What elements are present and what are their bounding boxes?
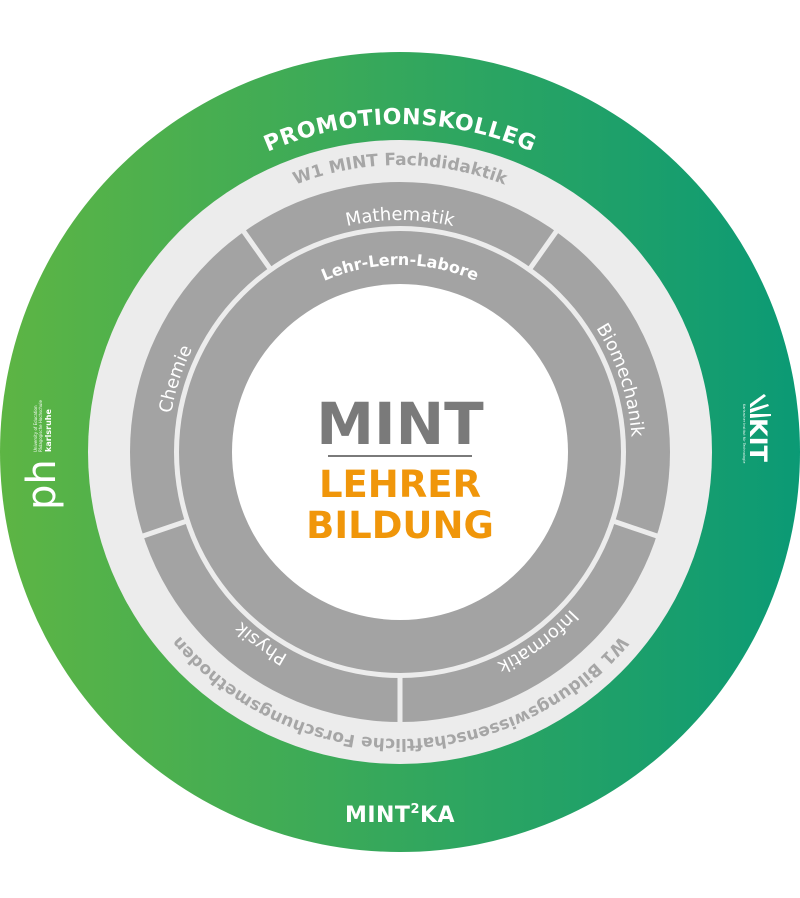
kit-logo: KIT Karlsruher Institut für Technologie bbox=[742, 394, 772, 463]
ph-logo-tiny-2: Pädagogische Hochschule bbox=[38, 399, 43, 452]
center-line-bildung: BILDUNG bbox=[306, 504, 494, 547]
ph-logo-mark: ph bbox=[19, 459, 65, 510]
kit-logo-rays bbox=[750, 394, 771, 418]
center-circle bbox=[232, 284, 568, 620]
ph-logo-name: karlsruhe bbox=[44, 408, 53, 452]
center-line-lehrer: LEHRER bbox=[319, 463, 481, 506]
kit-logo-mark: KIT bbox=[744, 418, 772, 463]
ph-logo-tiny-1: University of Education bbox=[33, 405, 38, 452]
kit-logo-tiny: Karlsruher Institut für Technologie bbox=[742, 404, 746, 463]
segment-dividers bbox=[142, 227, 658, 722]
mint2ka-label: MINT2KA bbox=[345, 802, 455, 828]
ph-karlsruhe-logo: ph University of Education Pädagogische … bbox=[19, 399, 65, 510]
center-title: MINT bbox=[316, 390, 484, 458]
